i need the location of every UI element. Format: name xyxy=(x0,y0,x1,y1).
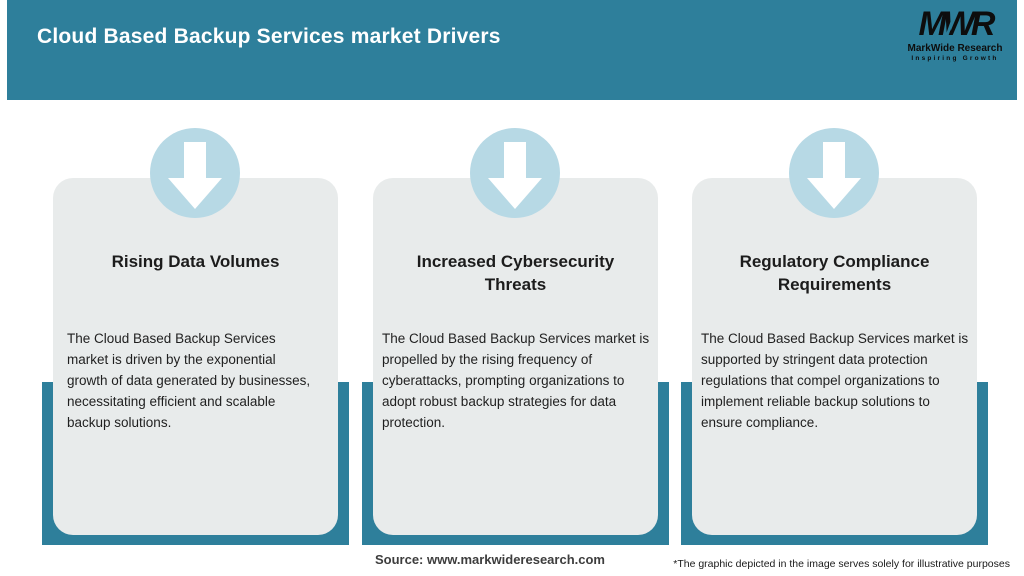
disclaimer-text: *The graphic depicted in the image serve… xyxy=(673,558,1010,570)
card-body: Regulatory Compliance Requirements The C… xyxy=(692,178,977,535)
card-title: Rising Data Volumes xyxy=(111,252,280,271)
mwr-monogram: MWR xyxy=(918,5,996,43)
down-arrow-icon xyxy=(168,142,222,209)
driver-card-regulatory-compliance: Regulatory Compliance Requirements The C… xyxy=(681,0,988,576)
card-description: The Cloud Based Backup Services market i… xyxy=(382,331,650,430)
driver-card-cybersecurity-threats: Increased Cybersecurity Threats The Clou… xyxy=(362,0,669,576)
down-arrow-icon xyxy=(807,142,861,209)
card-description: The Cloud Based Backup Services market i… xyxy=(67,331,311,430)
down-arrow-badge xyxy=(789,128,879,218)
down-arrow-icon xyxy=(488,142,542,209)
down-arrow-badge xyxy=(470,128,560,218)
mwr-monogram-text: MWR xyxy=(918,5,996,43)
card-title: Increased Cybersecurity Threats xyxy=(416,252,615,294)
page-title: Cloud Based Backup Services market Drive… xyxy=(37,25,501,48)
header-bar: Cloud Based Backup Services market Drive… xyxy=(7,0,1017,100)
card-title: Regulatory Compliance Requirements xyxy=(739,252,930,294)
driver-card-rising-data-volumes: Rising Data Volumes The Cloud Based Back… xyxy=(42,0,349,576)
source-text: Source: www.markwideresearch.com xyxy=(374,552,605,567)
markwide-logo: MWR MarkWide Research Inspiring Growth xyxy=(901,5,1009,63)
logo-tagline: Inspiring Growth xyxy=(911,54,999,62)
card-body: Increased Cybersecurity Threats The Clou… xyxy=(373,178,658,535)
card-description: The Cloud Based Backup Services market i… xyxy=(701,331,969,430)
card-body: Rising Data Volumes The Cloud Based Back… xyxy=(53,178,338,535)
logo-company-name: MarkWide Research xyxy=(907,42,1003,54)
down-arrow-badge xyxy=(150,128,240,218)
